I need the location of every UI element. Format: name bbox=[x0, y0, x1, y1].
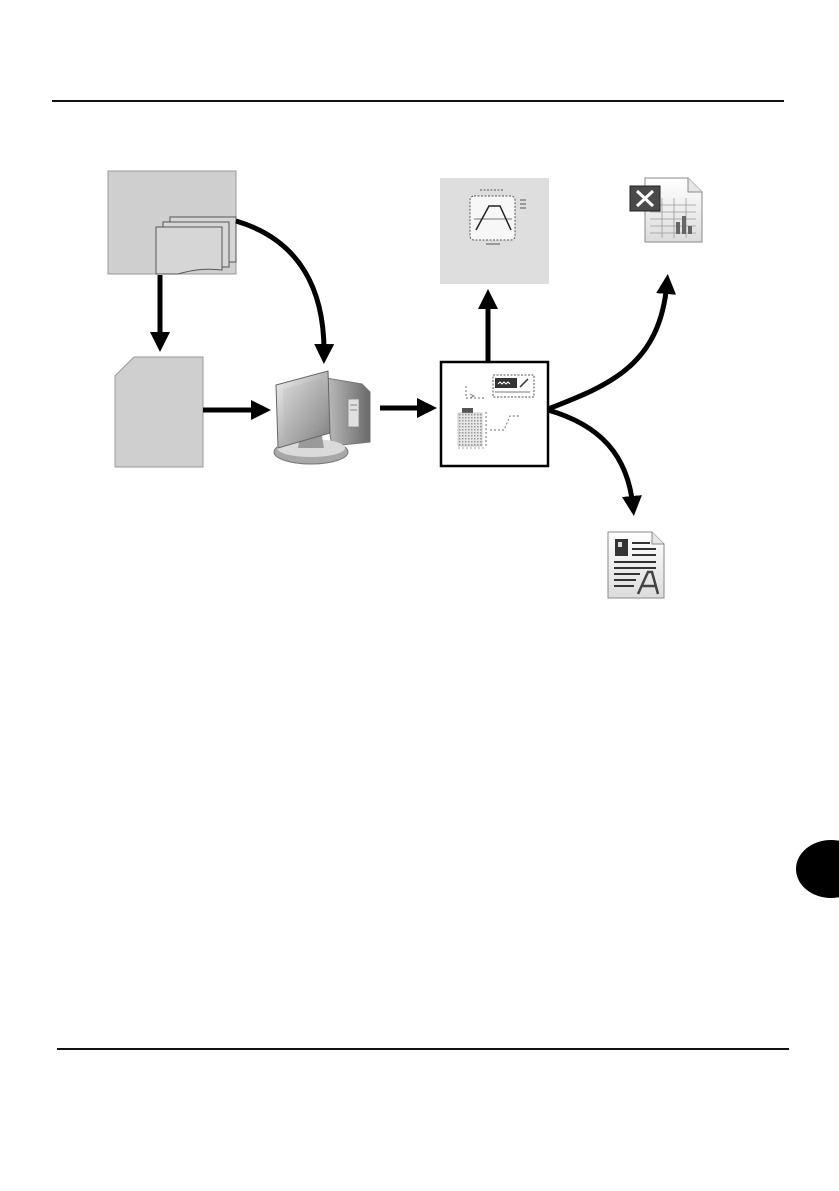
desktop-computer-icon bbox=[274, 371, 370, 464]
document-stack-icon bbox=[108, 171, 236, 274]
application-window-icon bbox=[441, 362, 548, 466]
graph-file-icon bbox=[440, 178, 549, 284]
arrow-application-to-document bbox=[548, 410, 633, 507]
sd-card-icon bbox=[115, 357, 203, 467]
spreadsheet-file-icon bbox=[630, 178, 702, 242]
arrow-application-to-spreadsheet bbox=[548, 283, 667, 409]
text-document-icon bbox=[608, 532, 664, 598]
arrow-documents-to-computer bbox=[236, 221, 324, 355]
